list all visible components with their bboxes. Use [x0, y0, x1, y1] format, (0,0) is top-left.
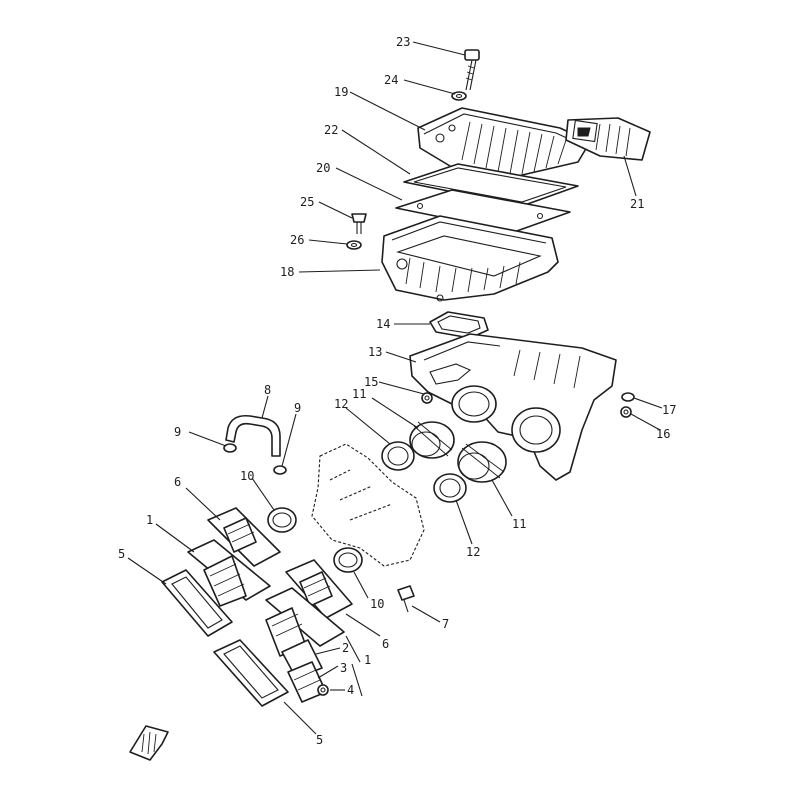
screw-25: [351, 213, 367, 234]
joint-11-lower: [457, 441, 507, 483]
breather-cap-21: [565, 117, 651, 161]
label-12-upper: 12: [334, 397, 348, 411]
label-12-lower: 12: [466, 545, 480, 559]
label-1-upper: 1: [146, 513, 153, 527]
label-20: 20: [316, 161, 330, 175]
gasket-5-upper: [161, 569, 233, 637]
case-body-18: [381, 215, 559, 302]
label-13: 13: [368, 345, 382, 359]
label-14: 14: [376, 317, 390, 331]
label-10-upper: 10: [240, 469, 254, 483]
label-11-lower: 11: [512, 517, 526, 531]
part-labels: 23 24 19 22 20 21 25 26 18 14 13 15 17 1…: [118, 35, 676, 747]
label-7: 7: [442, 617, 449, 631]
clamp-10-upper: [267, 507, 297, 533]
gasket-5-lower: [213, 639, 289, 707]
bolt-7: [397, 585, 415, 613]
joint-11-upper: [409, 421, 455, 459]
label-17: 17: [662, 403, 676, 417]
clamp-12-lower: [433, 473, 467, 503]
label-1-lower: 1: [364, 653, 371, 667]
label-6-upper: 6: [174, 475, 181, 489]
washer-17: [621, 392, 635, 402]
label-18: 18: [280, 265, 294, 279]
label-16: 16: [656, 427, 670, 441]
hose-8: [225, 414, 281, 457]
label-3: 3: [340, 661, 347, 675]
label-21: 21: [630, 197, 644, 211]
label-9-left: 9: [174, 425, 181, 439]
label-8: 8: [264, 383, 271, 397]
clamp-10-lower: [333, 547, 363, 573]
label-23: 23: [396, 35, 410, 49]
nut-16: [620, 406, 632, 418]
label-5-lower: 5: [316, 733, 323, 747]
front-marker-icon: [129, 725, 169, 761]
label-11-upper: 11: [352, 387, 366, 401]
clamp-12-upper: [381, 441, 415, 471]
label-10-lower: 10: [370, 597, 384, 611]
reed-block-1-upper: [187, 539, 271, 607]
leader-lines: [127, 41, 663, 735]
label-22: 22: [324, 123, 338, 137]
label-2: 2: [342, 641, 349, 655]
reed-valve-6-upper: [207, 507, 281, 567]
manifold-13: [409, 333, 617, 481]
reed-valve-6-lower: [285, 559, 353, 619]
label-26: 26: [290, 233, 304, 247]
washer-24: [451, 91, 467, 101]
label-4: 4: [347, 683, 354, 697]
washer-26: [346, 240, 362, 250]
clip-9-left: [223, 443, 237, 453]
bolt-23: [464, 49, 480, 91]
label-25: 25: [300, 195, 314, 209]
screw-4: [317, 684, 329, 696]
label-19: 19: [334, 85, 348, 99]
cylinder-outline: [311, 443, 425, 567]
label-9-right: 9: [294, 401, 301, 415]
label-15: 15: [364, 375, 378, 389]
top-cover-19: [417, 107, 591, 183]
label-5-upper: 5: [118, 547, 125, 561]
gasket-14: [429, 311, 489, 339]
clip-9-right: [273, 465, 287, 475]
label-24: 24: [384, 73, 398, 87]
label-6-lower: 6: [382, 637, 389, 651]
nut-15: [421, 392, 433, 404]
